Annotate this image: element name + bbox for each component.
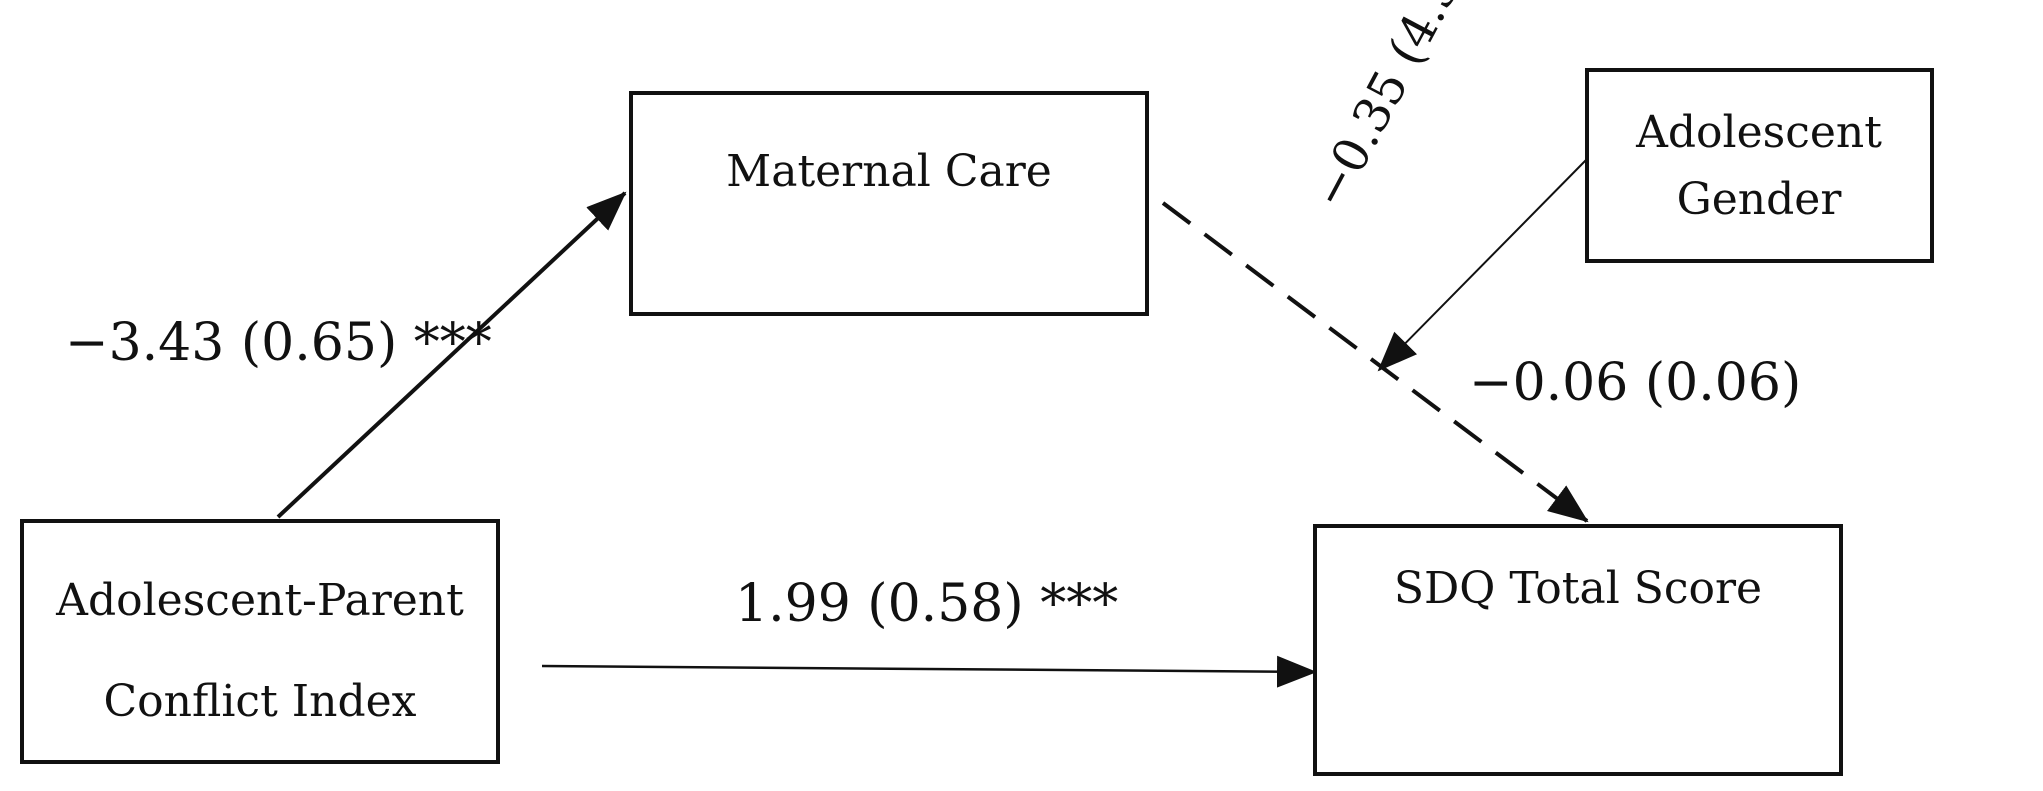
node-sdq-total: SDQ Total Score [1313, 524, 1843, 776]
node-adolescent-gender: Adolescent Gender [1585, 68, 1934, 263]
arrow-conflict-to-care [276, 191, 627, 519]
coef-conflict-to-care: −3.43 (0.65) *** [65, 313, 492, 373]
node-conflict-index: Adolescent-Parent Conflict Index [20, 519, 500, 764]
coef-gender-moderation: −0.35 (4.36) [1301, 0, 1494, 218]
arrow-gender-moderation [1377, 158, 1588, 372]
node-sdq-total-label: SDQ Total Score [1394, 563, 1762, 614]
coef-conflict-to-sdq: 1.99 (0.58) *** [735, 574, 1118, 634]
arrow-care-to-sdq [1161, 201, 1589, 523]
node-conflict-index-line1: Adolescent-Parent [55, 575, 464, 626]
arrow-conflict-to-sdq [541, 655, 1317, 688]
node-maternal-care-label: Maternal Care [726, 146, 1052, 197]
node-adolescent-gender-line1: Adolescent [1635, 107, 1882, 158]
coef-care-to-sdq: −0.06 (0.06) [1469, 353, 1801, 413]
node-adolescent-gender-line2: Gender [1677, 174, 1843, 225]
node-maternal-care: Maternal Care [629, 91, 1149, 316]
node-conflict-index-line2: Conflict Index [104, 676, 417, 727]
